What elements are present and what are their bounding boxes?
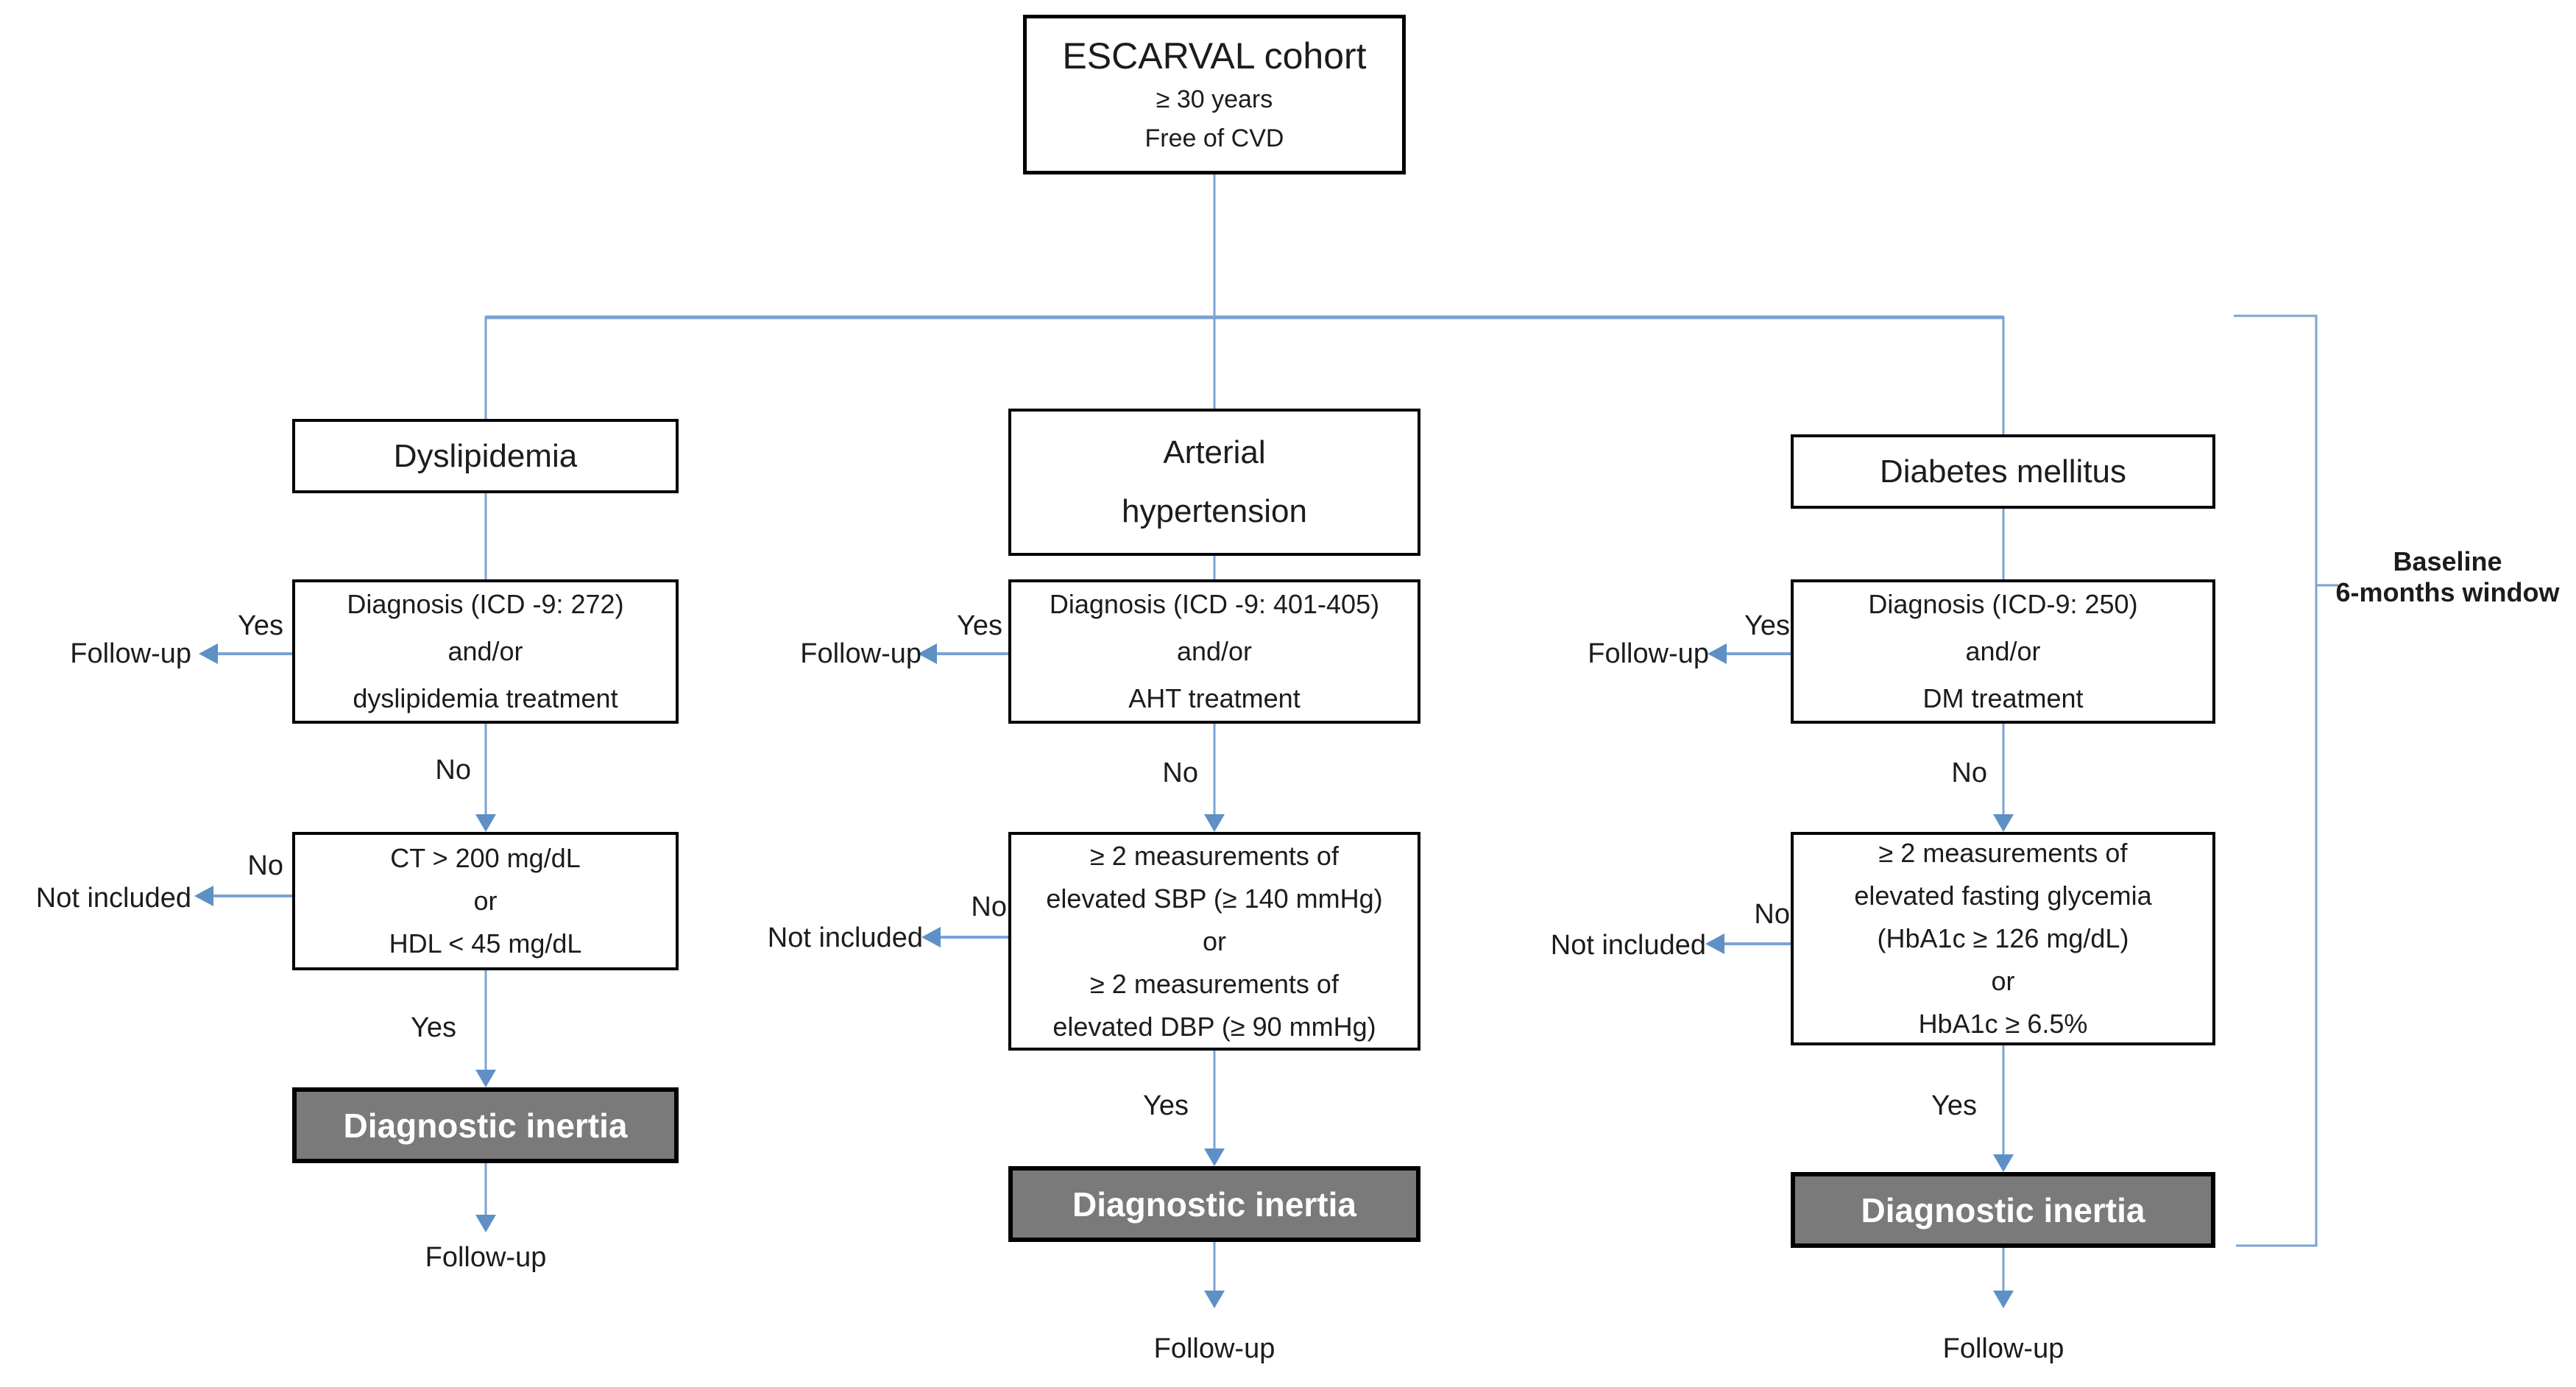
c3-yes-arrowhead	[1993, 1154, 2014, 1172]
hypertension-diagnosis-line1: Diagnosis (ICD -9: 401-405)	[1049, 589, 1380, 619]
dyslipidemia-diagnosis-line1: Diagnosis (ICD -9: 272)	[347, 589, 624, 619]
diabetes-not-included-label: Not included	[1550, 930, 1706, 961]
c1-followup-arrowhead	[475, 1215, 496, 1232]
c2-yes-arrowhead	[1204, 1148, 1225, 1166]
dyslipidemia-diagnosis-line3: dyslipidemia treatment	[353, 683, 618, 713]
diabetes-criteria-yes-label: Yes	[1931, 1090, 1977, 1121]
diabetes-diagnosis-followup-label: Follow-up	[1588, 638, 1709, 669]
diabetes-criteria-line5: HbA1c ≥ 6.5%	[1918, 1009, 2088, 1039]
dyslipidemia-diagnosis-line2: and/or	[447, 636, 523, 666]
diabetes-criteria-box: ≥ 2 measurements of elevated fasting gly…	[1791, 832, 2215, 1045]
diabetes-diagnostic-inertia-box: Diagnostic inertia	[1791, 1172, 2215, 1248]
c3-followup-arrowhead	[1993, 1291, 2014, 1308]
c3-diag-followup-arrowhead	[1708, 643, 1727, 664]
hypertension-criteria-line5: elevated DBP (≥ 90 mmHg)	[1052, 1011, 1376, 1042]
hypertension-criteria-yes-label: Yes	[1143, 1090, 1189, 1121]
hypertension-diagnosis-line2: and/or	[1176, 636, 1253, 666]
diabetes-criteria-line3: (HbA1c ≥ 126 mg/dL)	[1877, 923, 2129, 953]
c1-diag-followup-arrowhead	[199, 643, 218, 664]
hypertension-criteria-line1: ≥ 2 measurements of	[1090, 840, 1339, 871]
dyslipidemia-criteria-box: CT > 200 mg/dL or HDL < 45 mg/dL	[292, 832, 679, 970]
dyslipidemia-header-label: Dyslipidemia	[393, 437, 578, 474]
hypertension-diagnostic-inertia-label: Diagnostic inertia	[1072, 1185, 1356, 1224]
hypertension-diagnosis-yes-label: Yes	[957, 610, 1002, 641]
hypertension-criteria-no-label: No	[971, 892, 1007, 922]
dyslipidemia-diagnostic-inertia-box: Diagnostic inertia	[292, 1087, 679, 1163]
c2-no-arrowhead	[1204, 814, 1225, 832]
hypertension-diagnosis-no-label: No	[1162, 758, 1198, 788]
diabetes-header-label: Diabetes mellitus	[1879, 453, 2127, 490]
c3-no-arrowhead	[1993, 814, 2014, 832]
c2-diag-followup-arrowhead	[918, 643, 937, 664]
diabetes-criteria-line2: elevated fasting glycemia	[1854, 880, 2152, 911]
diabetes-header-box: Diabetes mellitus	[1791, 434, 2215, 509]
hypertension-final-followup-label: Follow-up	[1153, 1333, 1275, 1364]
dyslipidemia-header-box: Dyslipidemia	[292, 419, 679, 493]
c1-yes-arrowhead	[475, 1070, 496, 1087]
dyslipidemia-diagnostic-inertia-label: Diagnostic inertia	[343, 1106, 628, 1145]
hypertension-not-included-label: Not included	[767, 922, 923, 953]
c1-no-arrowhead	[475, 814, 496, 832]
c2-notincluded-arrowhead	[921, 927, 941, 947]
dyslipidemia-criteria-line1: CT > 200 mg/dL	[390, 843, 581, 873]
dyslipidemia-diagnosis-followup-label: Follow-up	[70, 638, 191, 669]
hypertension-diagnostic-inertia-box: Diagnostic inertia	[1008, 1166, 1420, 1242]
baseline-window-bracket	[2234, 314, 2318, 1247]
escarval-age-criterion: ≥ 30 years	[1156, 85, 1273, 113]
diabetes-diagnosis-no-label: No	[1951, 758, 1987, 788]
baseline-window-label-line1: Baseline	[2393, 546, 2502, 576]
diabetes-criteria-line1: ≥ 2 measurements of	[1878, 838, 2128, 868]
c1-notincluded-arrowhead	[194, 886, 213, 906]
hypertension-header-box: Arterial hypertension	[1008, 409, 1420, 556]
dyslipidemia-diagnosis-box: Diagnosis (ICD -9: 272) and/or dyslipide…	[292, 579, 679, 724]
diabetes-diagnosis-line1: Diagnosis (ICD-9: 250)	[1868, 589, 2138, 619]
dyslipidemia-criteria-line3: HDL < 45 mg/dL	[389, 928, 582, 959]
c3-notincluded-arrowhead	[1705, 934, 1724, 954]
diabetes-diagnosis-yes-label: Yes	[1744, 610, 1790, 641]
c2-followup-arrowhead	[1204, 1291, 1225, 1308]
escarval-cohort-title: ESCARVAL cohort	[1062, 35, 1367, 77]
dyslipidemia-diagnosis-yes-label: Yes	[238, 610, 283, 641]
dyslipidemia-final-followup-label: Follow-up	[425, 1242, 547, 1273]
hypertension-header-line2: hypertension	[1122, 493, 1307, 529]
diabetes-diagnosis-line2: and/or	[1965, 636, 2041, 666]
dyslipidemia-not-included-label: Not included	[35, 883, 191, 914]
hypertension-diagnosis-box: Diagnosis (ICD -9: 401-405) and/or AHT t…	[1008, 579, 1420, 724]
hypertension-criteria-box: ≥ 2 measurements of elevated SBP (≥ 140 …	[1008, 832, 1420, 1051]
diabetes-criteria-line4: or	[1991, 966, 2015, 996]
dyslipidemia-criteria-yes-label: Yes	[411, 1012, 456, 1043]
hypertension-criteria-line3: or	[1202, 925, 1226, 956]
diabetes-criteria-no-label: No	[1754, 899, 1790, 930]
escarval-cohort-box: ESCARVAL cohort ≥ 30 years Free of CVD	[1023, 15, 1406, 174]
baseline-window-label: Baseline 6-months window	[2332, 546, 2563, 608]
hypertension-criteria-line4: ≥ 2 measurements of	[1090, 968, 1339, 999]
baseline-window-label-line2: 6-months window	[2335, 577, 2560, 607]
dyslipidemia-diagnosis-no-label: No	[435, 755, 471, 786]
dyslipidemia-criteria-no-label: No	[247, 850, 283, 881]
dyslipidemia-criteria-line2: or	[473, 886, 498, 916]
hypertension-diagnosis-followup-label: Follow-up	[800, 638, 921, 669]
diabetes-final-followup-label: Follow-up	[1942, 1333, 2064, 1364]
diabetes-diagnosis-line3: DM treatment	[1922, 683, 2084, 713]
diabetes-diagnosis-box: Diagnosis (ICD-9: 250) and/or DM treatme…	[1791, 579, 2215, 724]
hypertension-diagnosis-line3: AHT treatment	[1128, 683, 1301, 713]
escarval-cvd-criterion: Free of CVD	[1144, 124, 1284, 152]
diabetes-diagnostic-inertia-label: Diagnostic inertia	[1861, 1190, 2145, 1229]
hypertension-criteria-line2: elevated SBP (≥ 140 mmHg)	[1046, 883, 1383, 914]
hypertension-header-line1: Arterial	[1163, 434, 1266, 470]
